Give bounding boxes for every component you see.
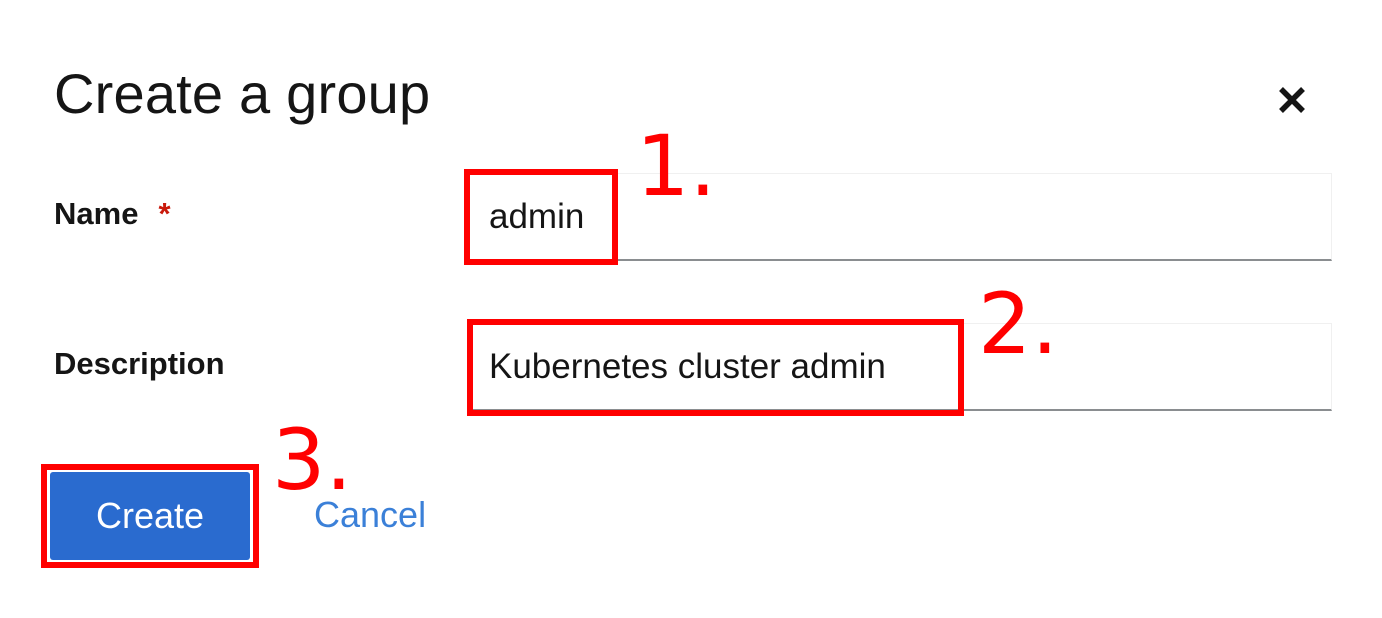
close-icon	[1279, 87, 1305, 113]
name-label: Name *	[54, 196, 171, 232]
description-input[interactable]	[468, 323, 1332, 411]
description-label: Description	[54, 346, 225, 381]
close-button[interactable]	[1264, 72, 1320, 128]
name-input[interactable]	[468, 173, 1332, 261]
annotation-number-3: 3.	[272, 411, 353, 509]
cancel-link[interactable]: Cancel	[314, 494, 427, 535]
create-button[interactable]: Create	[50, 472, 250, 560]
name-label-text: Name	[54, 196, 139, 231]
dialog-title: Create a group	[54, 62, 431, 125]
required-marker: *	[158, 196, 171, 231]
